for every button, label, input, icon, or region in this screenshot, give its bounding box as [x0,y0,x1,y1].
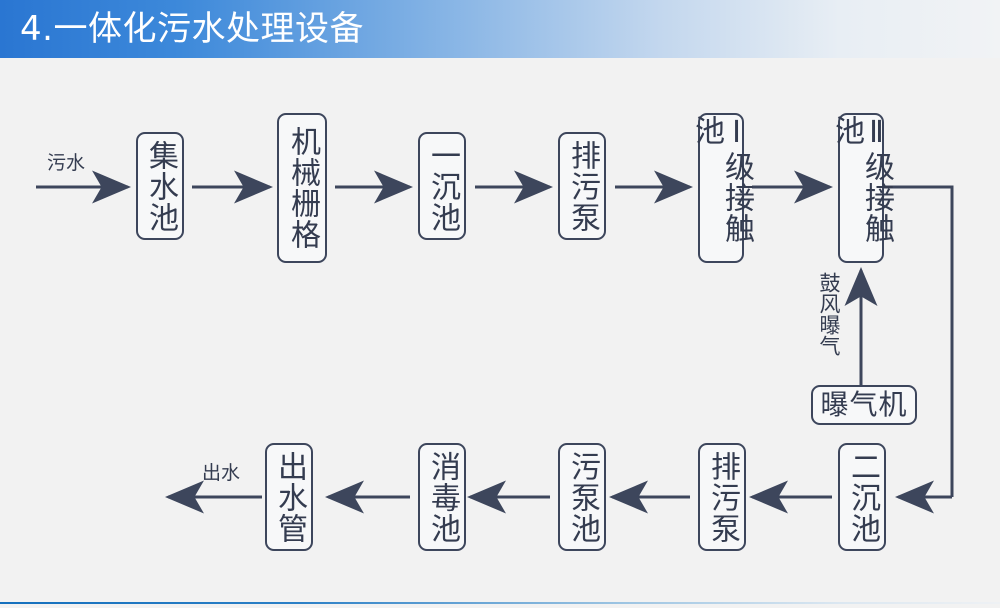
node-label: 机械栅格 [285,126,320,250]
node-label: Ⅰ级接触池 [689,115,754,244]
node-sewage-pump-bottom[interactable]: 排污泵 [698,443,746,551]
page-title: 4.一体化污水处理设备 [20,9,364,49]
aeration-label: 鼓风曝气 [817,272,841,356]
node-sludge-pump-tank[interactable]: 污泵池 [558,443,606,551]
node-disinfection-tank[interactable]: 消毒池 [418,443,466,551]
inlet-label: 污水 [47,152,86,174]
outlet-label: 出水 [202,462,241,484]
node-label: 排污泵 [565,139,600,233]
node-contact-tank-1[interactable]: Ⅰ级接触池 [689,113,754,263]
edge-n6-to-n8 [884,185,954,497]
header-bar: 4.一体化污水处理设备 [0,0,1000,58]
node-label: 污泵池 [565,450,600,544]
flow-connectors-svg [36,170,954,514]
node-label: Ⅱ级接触池 [829,115,894,244]
node-outlet-pipe[interactable]: 出水管 [265,443,313,551]
node-aerator[interactable]: 曝气机 [811,385,917,425]
node-label: 二沉池 [845,450,880,544]
node-label: 一沉池 [425,139,460,233]
node-label: 消毒池 [425,450,460,544]
node-label: 出水管 [272,450,307,544]
node-contact-tank-2[interactable]: Ⅱ级接触池 [829,113,894,263]
node-label: 集水池 [143,139,178,233]
footer-divider [0,602,1000,604]
node-label: 排污泵 [705,450,740,544]
node-label: 曝气机 [820,388,908,421]
node-sewage-pump-top[interactable]: 排污泵 [558,132,606,240]
process-flow-diagram: 污水 出水 鼓风曝气 集水池 机械栅格 一沉池 排污泵 Ⅰ级接触池 Ⅱ级接触池 … [0,58,1000,602]
node-secondary-sedimentation-tank[interactable]: 二沉池 [838,443,886,551]
node-primary-sedimentation-tank[interactable]: 一沉池 [418,132,466,240]
node-mechanical-grille[interactable]: 机械栅格 [277,113,327,263]
node-collection-tank[interactable]: 集水池 [136,132,184,240]
